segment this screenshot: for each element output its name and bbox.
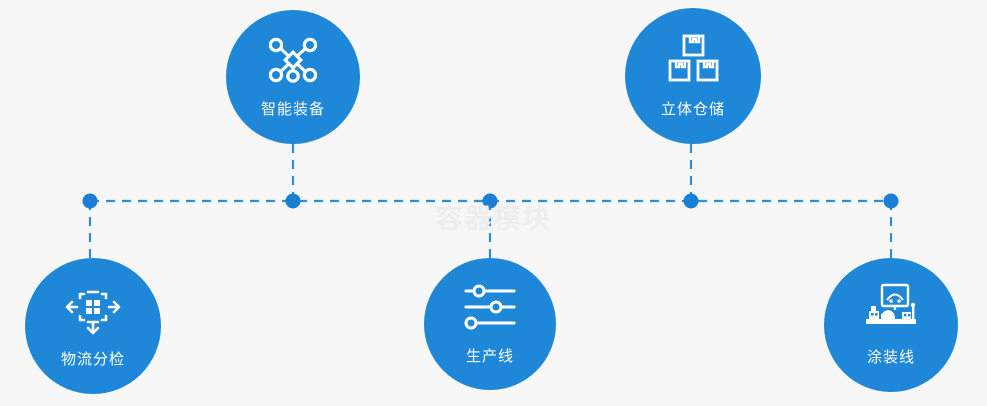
sorting-arrows-icon xyxy=(63,284,123,336)
sliders-icon xyxy=(462,283,518,331)
node-shengchan-xian[interactable]: 生产线 xyxy=(424,258,556,390)
node-tuzhuang-xian[interactable]: 涂装线 xyxy=(824,258,958,392)
node-zhineng-zhuangbei[interactable]: 智能装备 xyxy=(226,10,360,144)
junction-dot xyxy=(683,193,699,209)
node-label: 立体仓储 xyxy=(660,101,725,118)
stacked-boxes-icon xyxy=(665,33,721,85)
junction-dot xyxy=(482,193,498,209)
junction-dot xyxy=(285,193,301,209)
node-label: 智能装备 xyxy=(260,100,325,118)
node-wuliu-fenjian[interactable]: 物流分检 xyxy=(25,258,161,394)
node-liti-cangchu[interactable]: 立体仓储 xyxy=(625,8,761,144)
junction-dot xyxy=(82,193,98,209)
node-label: 物流分检 xyxy=(60,350,125,368)
node-label: 生产线 xyxy=(465,347,514,365)
network-nodes-icon xyxy=(266,36,320,86)
node-label: 涂装线 xyxy=(866,349,915,366)
junction-dot xyxy=(883,193,899,209)
paint-machine-icon xyxy=(860,283,922,333)
